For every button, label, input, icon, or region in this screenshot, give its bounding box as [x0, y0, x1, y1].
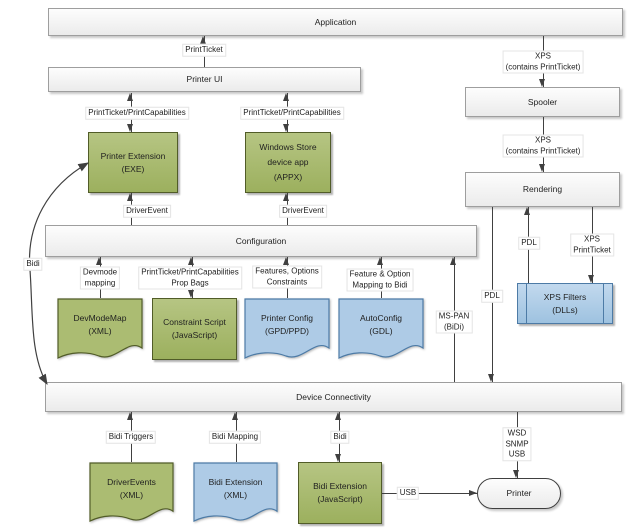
- arrowhead-down-icon: [335, 454, 341, 462]
- arrowhead-down-icon: [588, 275, 594, 283]
- arrowhead-down-icon: [539, 164, 545, 172]
- constraint-script-box: Constraint Script (JavaScript): [152, 298, 237, 360]
- printer-extension-box: Printer Extension (EXE): [88, 132, 178, 193]
- arrowhead-up-icon: [200, 36, 206, 44]
- bidi-bottom-label: Bidi: [330, 430, 350, 444]
- wsd-snmp-usb-label: WSD SNMP USB: [502, 427, 532, 461]
- autoconfig-doc: AutoConfig (GDL): [338, 298, 424, 362]
- xps-contains-label-2: XPS (contains PrintTicket): [502, 134, 584, 158]
- usb-label: USB: [396, 486, 420, 500]
- arrowhead-up-icon: [283, 93, 289, 101]
- windows-store-device-app-box: Windows Store device app (APPX): [245, 132, 331, 193]
- application-box: Application: [48, 8, 623, 36]
- arrowhead-right-icon: [469, 489, 477, 496]
- driverevent-right-label: DriverEvent: [279, 204, 327, 218]
- features-constraints-label: Features, Options Constraints: [252, 265, 322, 289]
- printer-config-doc: Printer Config (GPD/PPD): [244, 298, 330, 362]
- arrowhead-down-icon: [188, 290, 194, 298]
- arrowhead-down-icon: [127, 124, 133, 132]
- printticket-label: PrintTicket: [182, 43, 226, 57]
- arrowhead-up-icon: [335, 412, 341, 420]
- pdl-down-label: PDL: [481, 289, 503, 303]
- arrowhead-up-icon: [377, 257, 383, 265]
- arrowhead-up-icon: [127, 412, 133, 420]
- bidi-triggers-label: Bidi Triggers: [105, 430, 157, 444]
- ptpc-right-label: PrintTicket/PrintCapabilities: [240, 106, 344, 120]
- arrowhead-up-icon: [283, 257, 289, 265]
- document-shape: [338, 298, 424, 359]
- devmodemap-label: DevModeMap (XML): [73, 313, 127, 336]
- arrowhead-up-icon: [450, 257, 456, 265]
- rendering-box: Rendering: [465, 172, 620, 207]
- ptpc-left-label: PrintTicket/PrintCapabilities: [85, 106, 189, 120]
- arrowhead-down-icon: [513, 470, 519, 478]
- driverevents-doc: DriverEvents (XML): [89, 462, 174, 525]
- xps-contains-label-1: XPS (contains PrintTicket): [502, 50, 584, 74]
- document-shape: [244, 298, 330, 359]
- devmode-mapping-label: Devmode mapping: [79, 266, 121, 290]
- arrowhead-down-icon: [539, 79, 545, 87]
- arrowhead-up-icon: [283, 193, 289, 201]
- arrowhead-up-icon: [127, 193, 133, 201]
- feature-mapping-label: Feature & Option Mapping to Bidi: [346, 268, 414, 292]
- bidi-mapping-label: Bidi Mapping: [208, 430, 262, 444]
- bidi-extension-xml-doc: Bidi Extension (XML): [193, 462, 278, 525]
- bidi-left-label: Bidi: [23, 257, 43, 271]
- printer-ui-box: Printer UI: [48, 67, 361, 92]
- pdl-up-label: PDL: [518, 236, 540, 250]
- configuration-box: Configuration: [45, 225, 477, 257]
- driverevents-label: DriverEvents (XML): [107, 476, 156, 500]
- bidi-extension-js-box: Bidi Extension (JavaScript): [298, 462, 382, 524]
- arrowhead-up-icon: [127, 93, 133, 101]
- printer-config-label: Printer Config (GPD/PPD): [261, 313, 313, 336]
- printer-node: Printer: [477, 478, 561, 509]
- spooler-box: Spooler: [465, 87, 620, 117]
- xps-printticket-label: XPS PrintTicket: [570, 233, 614, 257]
- xps-filters-box: XPS Filters (DLLs): [517, 283, 613, 324]
- prop-bags-label: PrintTicket/PrintCapabilities Prop Bags: [138, 266, 242, 290]
- autoconfig-label: AutoConfig (GDL): [359, 313, 403, 336]
- usb-connector: [382, 493, 477, 494]
- arrowhead-up-icon: [96, 257, 102, 265]
- arrowhead-down-icon: [488, 374, 494, 382]
- document-shape: [193, 462, 278, 523]
- bidi-extension-xml-label: Bidi Extension (XML): [208, 476, 263, 500]
- document-shape: [89, 462, 174, 523]
- arrowhead-up-icon: [188, 257, 194, 265]
- arrowhead-up-icon: [232, 412, 238, 420]
- driverevent-left-label: DriverEvent: [123, 204, 171, 218]
- arrowhead-down-icon: [283, 124, 289, 132]
- device-connectivity-box: Device Connectivity: [45, 382, 622, 412]
- arrowhead-up-icon: [524, 207, 530, 215]
- ms-pan-label: MS-PAN (BiDi): [435, 310, 473, 334]
